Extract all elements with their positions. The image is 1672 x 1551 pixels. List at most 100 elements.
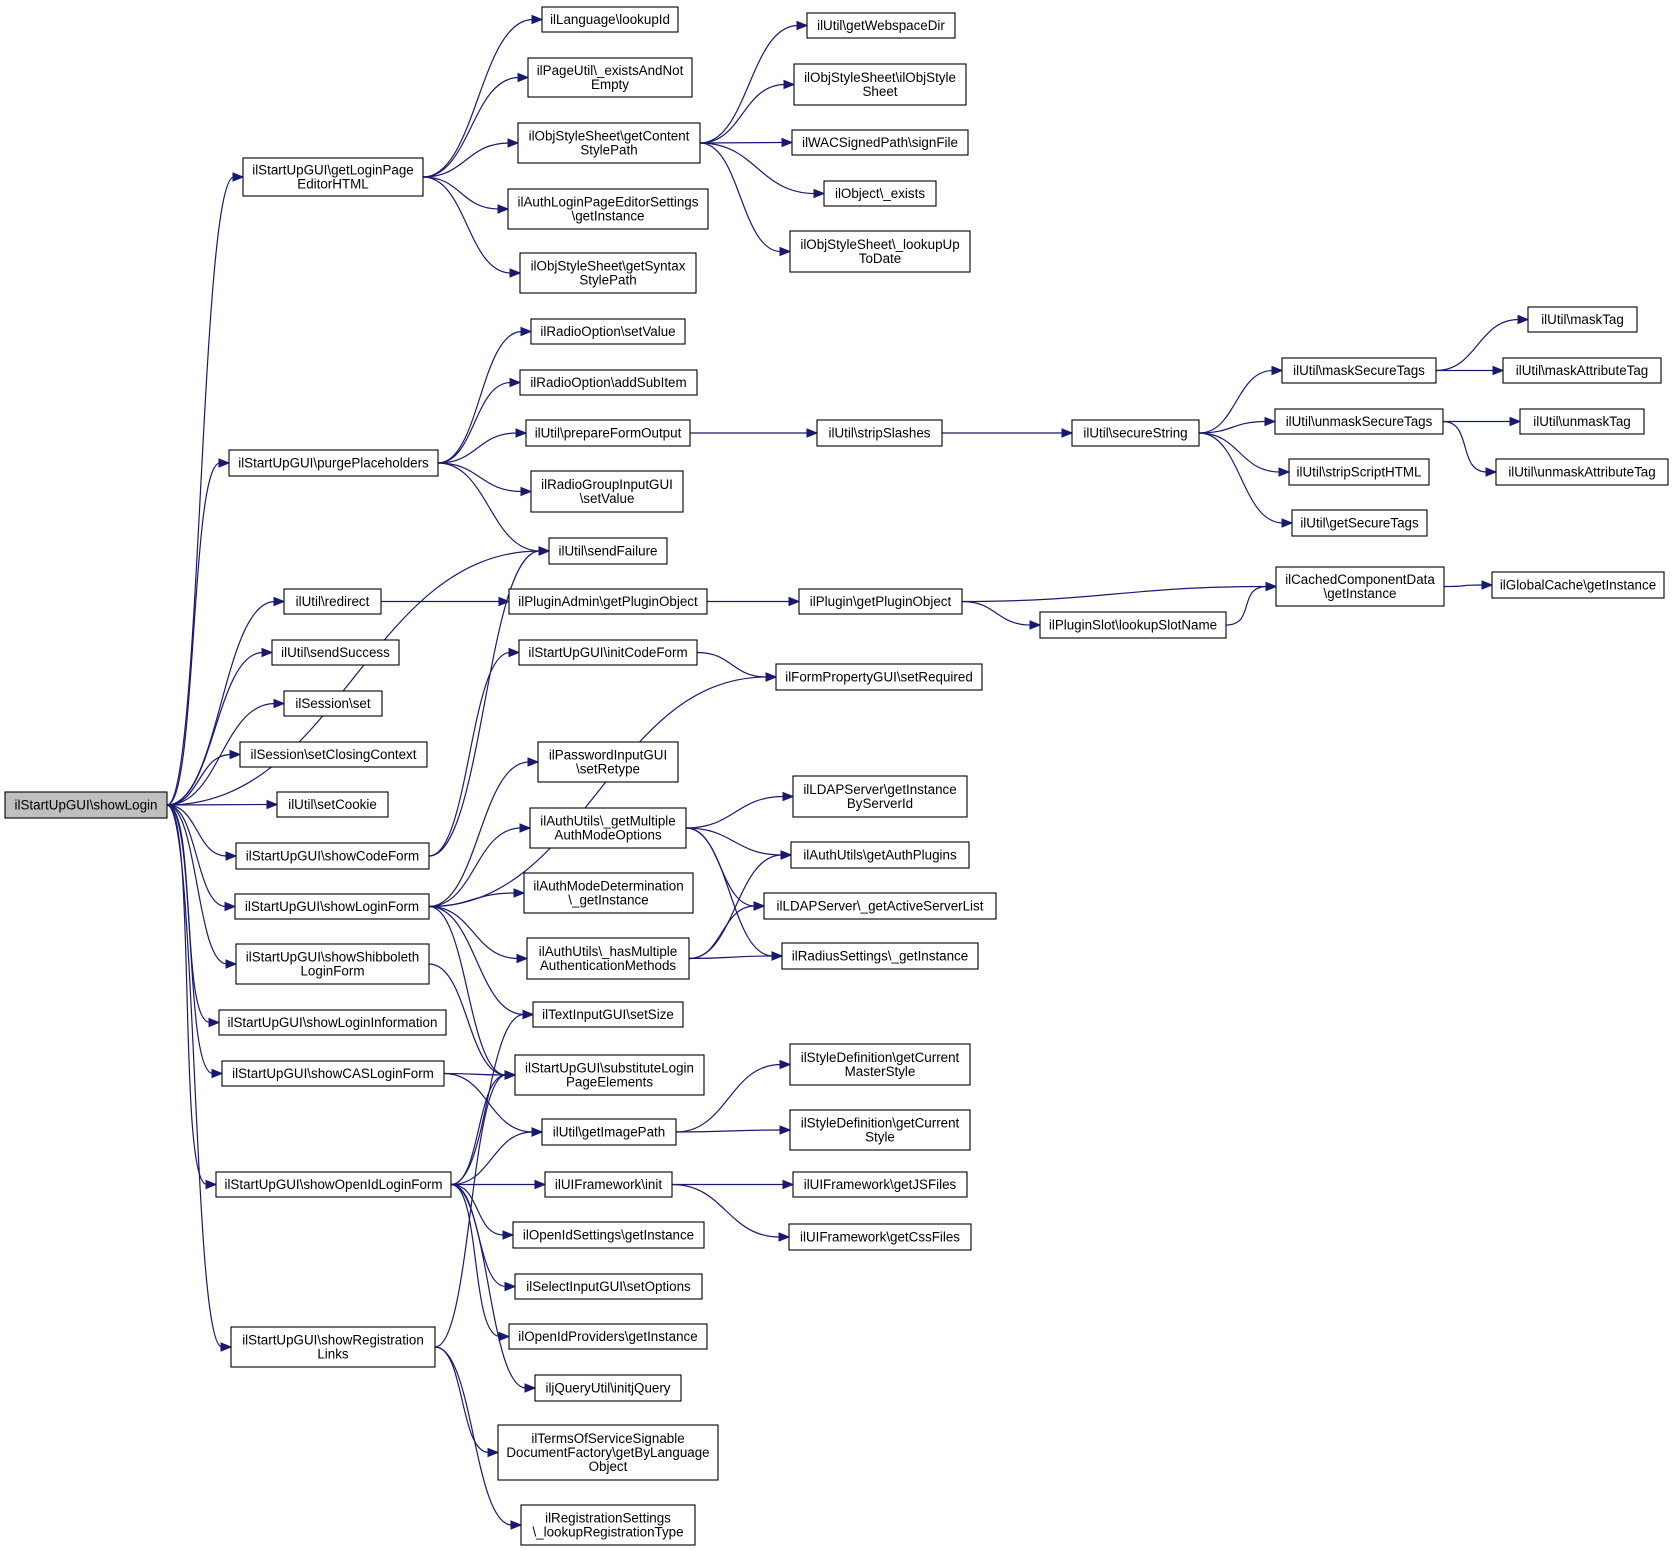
call-edge-get-content-style-path-to-il-obj-style-sheet-ctor	[699, 79, 796, 144]
node-show-login-information[interactable]: ilStartUpGUI\showLoginInformation	[218, 1009, 447, 1036]
node-registration-settings[interactable]: ilRegistrationSettings\_lookupRegistrati…	[520, 1504, 696, 1546]
node-strip-script-html[interactable]: ilUtil\stripScriptHTML	[1288, 458, 1430, 486]
node-mask-attribute-tag[interactable]: ilUtil\maskAttributeTag	[1502, 357, 1662, 384]
node-init-code-form[interactable]: ilStartUpGUI\initCodeForm	[518, 639, 698, 666]
node-box	[520, 1504, 696, 1546]
call-edge-has-multiple-auth-methods-to-get-active-server-list	[688, 901, 766, 960]
edge-line	[437, 381, 512, 464]
node-auth-login-page-editor-settings[interactable]: ilAuthLoginPageEditorSettings\getInstanc…	[507, 188, 709, 230]
call-edge-root-to-show-caslogin-form	[166, 804, 224, 1079]
call-edge-plugin-get-plugin-object-to-cached-component-data	[961, 581, 1278, 603]
node-mask-tag[interactable]: ilUtil\maskTag	[1527, 306, 1638, 333]
node-has-multiple-auth-methods[interactable]: ilAuthUtils\_hasMultipleAuthenticationMe…	[526, 937, 690, 980]
node-ui-framework-init[interactable]: ilUIFramework\init	[544, 1171, 673, 1198]
node-box	[512, 1221, 705, 1249]
node-show-login-form[interactable]: ilStartUpGUI\showLoginForm	[234, 893, 430, 920]
node-send-failure[interactable]: ilUtil\sendFailure	[548, 537, 668, 565]
node-lookup-slot-name[interactable]: ilPluginSlot\lookupSlotName	[1039, 611, 1227, 639]
arrowhead-icon	[220, 1342, 233, 1352]
arrowhead-icon	[796, 20, 809, 31]
edge-line	[699, 24, 799, 144]
node-radio-group-set-value[interactable]: ilRadioGroupInputGUI\setValue	[530, 470, 684, 513]
node-strip-slashes[interactable]: ilUtil\stripSlashes	[816, 419, 943, 447]
call-edge-secure-string-to-strip-script-html	[1198, 432, 1291, 477]
node-box	[548, 537, 668, 565]
node-sign-file[interactable]: ilWACSignedPath\signFile	[791, 129, 969, 156]
node-lookup-id[interactable]: ilLanguage\lookupId	[541, 6, 679, 33]
edge-line	[699, 141, 784, 144]
call-edge-plugin-get-plugin-object-to-lookup-slot-name	[961, 600, 1042, 630]
node-auth-mode-determination[interactable]: ilAuthModeDetermination\_getInstance	[523, 872, 694, 914]
node-il-obj-style-sheet-ctor[interactable]: ilObjStyleSheet\ilObjStyleSheet	[793, 63, 967, 106]
node-get-auth-plugins[interactable]: ilAuthUtils\getAuthPlugins	[790, 841, 970, 869]
node-terms-of-service[interactable]: ilTermsOfServiceSignableDocumentFactory\…	[497, 1424, 719, 1481]
edge-line	[675, 1129, 782, 1133]
node-set-retype[interactable]: ilPasswordInputGUI\setRetype	[537, 741, 679, 783]
arrowhead-icon	[229, 749, 242, 760]
node-mask-secure-tags[interactable]: ilUtil\maskSecureTags	[1281, 357, 1437, 384]
arrowhead-icon	[504, 1281, 517, 1292]
node-global-cache[interactable]: ilGlobalCache\getInstance	[1491, 571, 1665, 599]
edge-line	[428, 827, 522, 908]
node-box	[763, 892, 997, 920]
node-text-input-set-size[interactable]: ilTextInputGUI\setSize	[532, 1001, 684, 1028]
node-get-jsfiles[interactable]: ilUIFramework\getJSFiles	[792, 1171, 968, 1198]
node-initj-query[interactable]: iljQueryUtil\initjQuery	[534, 1374, 682, 1402]
node-open-id-settings[interactable]: ilOpenIdSettings\getInstance	[512, 1221, 705, 1249]
node-unmask-secure-tags[interactable]: ilUtil\unmaskSecureTags	[1274, 408, 1444, 435]
node-label-line: AuthModeOptions	[554, 828, 661, 843]
node-get-image-path[interactable]: ilUtil\getImagePath	[541, 1118, 677, 1146]
node-label-line: ilPlugin\getPluginObject	[810, 594, 952, 609]
node-get-webspace-dir[interactable]: ilUtil\getWebspaceDir	[806, 12, 956, 39]
node-radio-set-value[interactable]: ilRadioOption\setValue	[530, 318, 686, 345]
node-redirect[interactable]: ilUtil\redirect	[283, 588, 382, 615]
arrowhead-icon	[1278, 467, 1291, 477]
node-prepare-form-output[interactable]: ilUtil\prepareFormOutput	[525, 419, 691, 447]
node-unmask-tag[interactable]: ilUtil\unmaskTag	[1519, 408, 1645, 435]
node-object-exists[interactable]: ilObject\_exists	[823, 180, 937, 207]
node-session-set[interactable]: ilSession\set	[283, 690, 383, 717]
node-add-sub-item[interactable]: ilRadioOption\addSubItem	[519, 369, 698, 396]
node-select-set-options[interactable]: ilSelectInputGUI\setOptions	[514, 1273, 703, 1300]
node-plugin-get-plugin-object[interactable]: ilPlugin\getPluginObject	[798, 588, 963, 615]
node-box	[1281, 357, 1437, 384]
node-show-open-id-login-form[interactable]: ilStartUpGUI\showOpenIdLoginForm	[215, 1171, 452, 1198]
node-send-success[interactable]: ilUtil\sendSuccess	[271, 639, 400, 666]
node-secure-string[interactable]: ilUtil\secureString	[1071, 419, 1200, 447]
node-box	[239, 741, 428, 768]
arrowhead-icon	[273, 698, 286, 709]
node-purge-placeholders[interactable]: ilStartUpGUI\purgePlaceholders	[228, 449, 439, 477]
node-box	[514, 1054, 705, 1096]
arrowhead-icon	[765, 672, 778, 682]
node-root[interactable]: ilStartUpGUI\showLogin	[4, 791, 168, 819]
node-cached-component-data[interactable]: ilCachedComponentData\getInstance	[1275, 566, 1445, 607]
node-open-id-providers[interactable]: ilOpenIdProviders\getInstance	[508, 1323, 708, 1350]
node-show-code-form[interactable]: ilStartUpGUI\showCodeForm	[235, 842, 430, 870]
node-label-line: ilUIFramework\init	[555, 1177, 662, 1192]
node-label-line: ilUtil\redirect	[296, 594, 370, 609]
node-plugin-admin-get-plugin-object[interactable]: ilPluginAdmin\getPluginObject	[508, 588, 708, 615]
node-set-required[interactable]: ilFormPropertyGUI\setRequired	[775, 663, 983, 691]
arrowhead-icon	[527, 757, 540, 767]
node-set-closing-context[interactable]: ilSession\setClosingContext	[239, 741, 428, 768]
node-get-active-server-list[interactable]: ilLDAPServer\_getActiveServerList	[763, 892, 997, 920]
node-get-css-files[interactable]: ilUIFramework\getCssFiles	[788, 1223, 972, 1251]
node-radius-settings[interactable]: ilRadiusSettings\_getInstance	[781, 942, 979, 970]
node-show-caslogin-form[interactable]: ilStartUpGUI\showCASLoginForm	[221, 1060, 445, 1087]
node-label-line: ilStyleDefinition\getCurrent	[801, 1116, 960, 1131]
node-get-secure-tags[interactable]: ilUtil\getSecureTags	[1291, 509, 1428, 537]
node-unmask-attribute-tag[interactable]: ilUtil\unmaskAttributeTag	[1495, 458, 1669, 486]
node-set-cookie[interactable]: ilUtil\setCookie	[276, 791, 389, 818]
